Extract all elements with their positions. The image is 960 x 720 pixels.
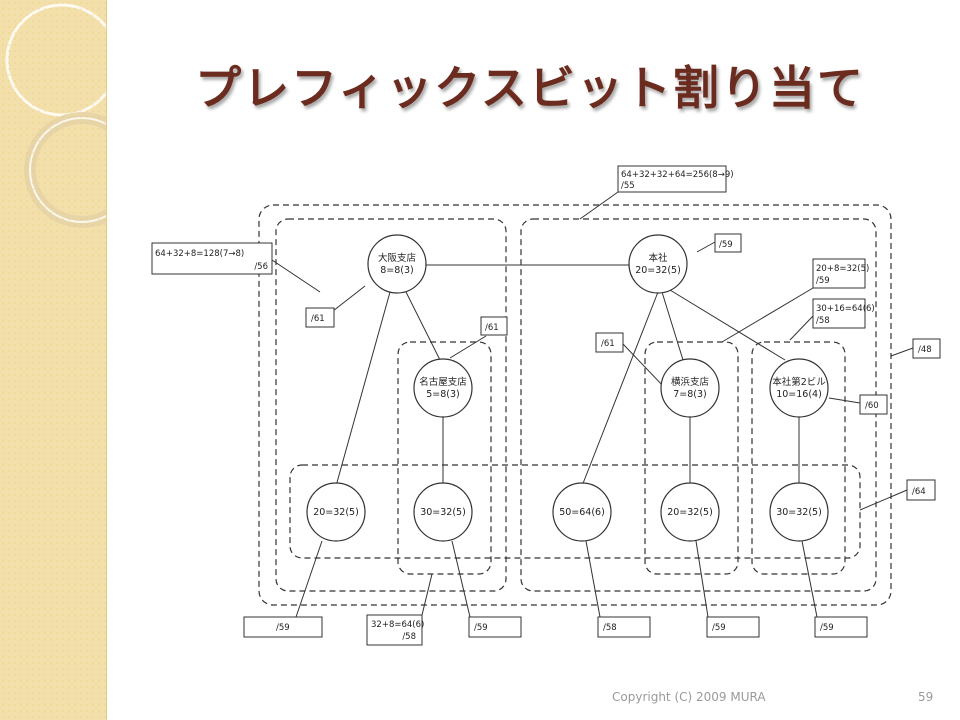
node-nagoya-value: 5=8(3) <box>426 389 460 400</box>
node-leaf-5-value: 30=32(5) <box>776 507 822 518</box>
node-osaka-name: 大阪支店 <box>378 252 416 264</box>
label-box-yokohama-group <box>812 258 866 289</box>
node-leaf-2-value: 30=32(5) <box>420 507 466 518</box>
node-nagoya-name: 名古屋支店 <box>419 376 467 388</box>
label-64: /64 <box>912 487 926 497</box>
label-honsha-prefix: /59 <box>719 240 733 250</box>
label-box-bottom-3 <box>468 616 522 638</box>
node-osaka <box>367 234 427 294</box>
label-bottom-2-line1: 32+8=64(6) <box>371 620 424 630</box>
node-yokohama <box>660 358 720 418</box>
label-box-left <box>151 242 273 275</box>
node-honsha-name: 本社 <box>648 252 668 264</box>
node-leaf-2 <box>413 482 473 542</box>
footer-copyright: Copyright (C) 2009 MURA <box>612 690 766 704</box>
label-box-top <box>617 165 727 193</box>
node-leaf-4 <box>660 482 720 542</box>
label-box-honsha-prefix <box>714 233 742 253</box>
leaf-row-box <box>289 464 861 559</box>
decorative-sidebar <box>0 0 107 720</box>
label-60: /60 <box>865 401 879 411</box>
label-box-60 <box>859 394 888 415</box>
label-yokohama-group-line1: 20+8=32(5) <box>816 264 869 274</box>
node-leaf-1-value: 20=32(5) <box>313 507 359 518</box>
page-number: 59 <box>918 690 934 704</box>
label-box-bottom-1 <box>243 616 323 638</box>
node-leaf-3 <box>552 482 612 542</box>
osaka-group-box <box>275 218 507 592</box>
node-yokohama-value: 7=8(3) <box>673 389 707 400</box>
label-box-yokohama-prefix <box>595 332 624 353</box>
label-box-48 <box>912 338 941 359</box>
label-left-line2: /56 <box>254 262 268 272</box>
label-box-64 <box>906 479 936 501</box>
label-bottom-3: /59 <box>474 623 488 633</box>
nagoya-group-box <box>397 341 492 575</box>
label-box-bottom-6 <box>814 616 868 638</box>
label-yokohama-group-line2: /59 <box>816 276 830 286</box>
node-honsha-value: 20=32(5) <box>635 265 681 276</box>
yokohama-group-box <box>644 341 739 575</box>
node-nagoya <box>413 358 473 418</box>
label-box-bottom-2 <box>366 614 423 646</box>
node-leaf-3-value: 50=64(6) <box>559 507 605 518</box>
node-honsha2-name: 本社第2ビル <box>772 376 826 388</box>
label-yokohama-prefix: /61 <box>601 339 615 349</box>
label-box-osaka-prefix <box>305 307 335 328</box>
label-bottom-2-line2: /58 <box>402 632 416 642</box>
label-bottom-1: /59 <box>276 623 290 633</box>
label-box-nagoya-prefix <box>480 316 508 336</box>
label-nagoya-prefix: /61 <box>485 323 499 333</box>
node-honsha2-value: 10=16(4) <box>776 389 822 400</box>
node-yokohama-name: 横浜支店 <box>671 376 709 388</box>
node-honsha <box>628 234 688 294</box>
label-top-line1: 64+32+32+64=256(8→9) <box>621 170 734 180</box>
label-honsha2-group-line1: 30+16=64(6) <box>816 304 875 314</box>
sidebar-circles <box>5 3 106 228</box>
label-bottom-4: /58 <box>603 623 617 633</box>
slide-title: プレフィックスビット割り当て <box>195 61 865 115</box>
node-leaf-1 <box>306 482 366 542</box>
label-box-bottom-4 <box>597 616 651 638</box>
node-honsha2 <box>769 358 829 418</box>
label-left-line1: 64+32+8=128(7→8) <box>155 249 244 259</box>
node-osaka-value: 8=8(3) <box>380 265 414 276</box>
honsha2-group-box <box>751 341 846 575</box>
label-osaka-prefix: /61 <box>311 314 325 324</box>
label-top-line2: /55 <box>621 181 635 191</box>
node-leaf-5 <box>769 482 829 542</box>
outer-group-box <box>258 204 892 606</box>
sidebar-pattern <box>0 0 106 720</box>
label-48: /48 <box>918 345 932 355</box>
label-box-honsha2-group <box>812 298 866 329</box>
label-honsha2-group-line2: /58 <box>816 316 830 326</box>
node-leaf-4-value: 20=32(5) <box>667 507 713 518</box>
label-box-bottom-5 <box>706 616 760 638</box>
label-bottom-6: /59 <box>820 623 834 633</box>
label-bottom-5: /59 <box>712 623 726 633</box>
